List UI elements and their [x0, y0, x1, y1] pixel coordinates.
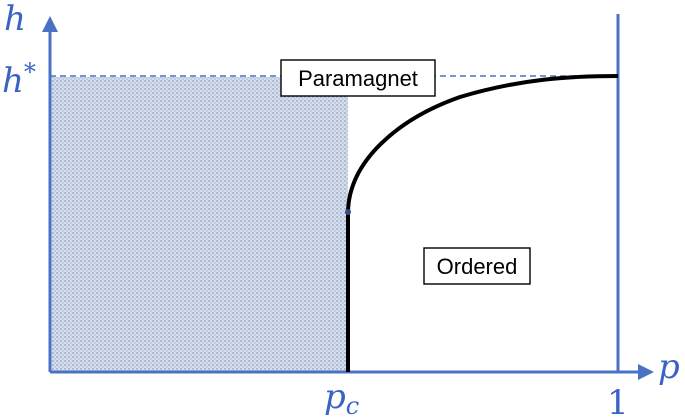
y-axis-label: h	[4, 0, 26, 39]
y-axis-arrow	[42, 16, 58, 32]
x-axis-arrow	[638, 364, 654, 380]
h-star-label: h*	[2, 58, 36, 101]
x-axis-label: p	[658, 347, 680, 387]
ordered-label-box	[423, 247, 531, 285]
phase-boundary	[346, 74, 619, 372]
ordered-label: Ordered	[437, 254, 518, 279]
p-one-label: 1	[607, 383, 629, 420]
paramagnet-label: Paramagnet	[298, 66, 418, 91]
shaded-region	[50, 77, 348, 372]
critical-point	[345, 209, 351, 215]
paramagnet-label-box	[280, 59, 436, 97]
p-c-label: pc	[324, 377, 359, 420]
